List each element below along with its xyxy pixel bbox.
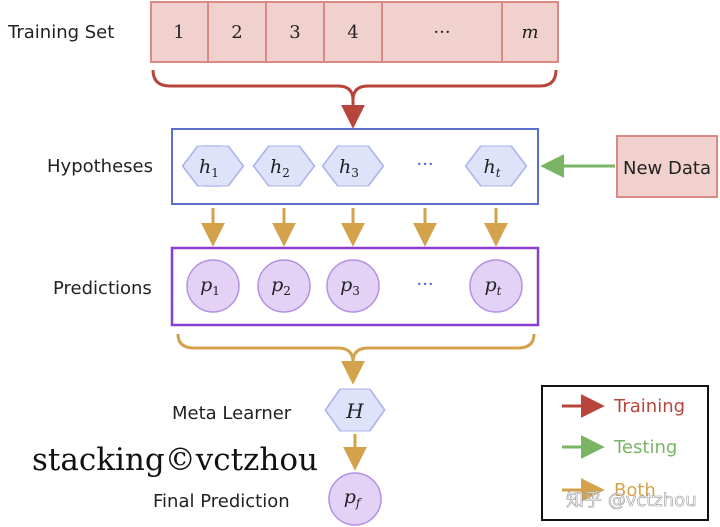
hypothesis-label: h2 xyxy=(270,156,290,180)
prediction-label: p1 xyxy=(200,274,220,298)
hypothesis-hexagon xyxy=(321,145,385,187)
hypothesis-hexagon xyxy=(464,145,528,187)
final-prediction-circle xyxy=(328,472,382,526)
prediction-circle xyxy=(257,259,311,313)
prediction-label: p2 xyxy=(271,274,291,298)
prediction-circle xyxy=(186,259,240,313)
legend: Training Testing Both xyxy=(541,385,709,521)
hyp-to-pred-arrows xyxy=(201,208,508,247)
hypothesis-label: h3 xyxy=(339,156,359,180)
prediction-circle xyxy=(326,259,380,313)
hypothesis-label: ht xyxy=(483,156,500,180)
training-cell xyxy=(265,1,325,63)
training-cell xyxy=(207,1,267,63)
hypothesis-label: h1 xyxy=(199,156,219,180)
predictions-label: Predictions xyxy=(53,278,152,299)
final-prediction-label: Final Prediction xyxy=(153,491,290,512)
legend-box xyxy=(541,385,709,521)
legend-training-label: Training xyxy=(613,396,685,417)
hypothesis-hexagon xyxy=(252,145,316,187)
training-cell-label: m xyxy=(521,22,538,43)
prediction-label: p3 xyxy=(340,274,360,298)
meta-learner-hexagon xyxy=(324,388,386,432)
training-cell-label: 4 xyxy=(347,22,358,43)
hypotheses-label: Hypotheses xyxy=(47,156,153,177)
hypotheses-box xyxy=(171,128,539,205)
predictions-box xyxy=(170,246,540,327)
meta-learner-label: Meta Learner xyxy=(172,403,292,424)
training-cell-label: 2 xyxy=(231,22,242,43)
training-cell xyxy=(381,1,503,63)
training-set-label: Training Set xyxy=(7,22,114,43)
prediction-circle xyxy=(469,259,523,313)
prediction-label: pt xyxy=(485,274,502,298)
hypotheses-row: h1 h2 h3 ··· ht xyxy=(181,145,528,187)
training-cell xyxy=(501,1,559,63)
training-cell-label: ··· xyxy=(433,22,450,43)
stacking-caption: stacking©vctzhou xyxy=(32,442,318,478)
training-set: 1 2 3 4 ··· m xyxy=(150,1,559,63)
legend-both-label: Both xyxy=(614,480,656,501)
hypothesis-ellipsis: ··· xyxy=(416,154,433,175)
prediction-ellipsis: ··· xyxy=(416,274,433,295)
predictions-row: p1 p2 p3 ··· pt xyxy=(186,259,523,313)
watermark: 知乎 @vctzhou xyxy=(566,490,697,511)
training-cell-label: 1 xyxy=(173,22,184,43)
final-prediction-node-label: pf xyxy=(344,486,363,510)
new-data-label: New Data xyxy=(623,158,711,179)
new-data-box xyxy=(616,135,718,198)
training-cell xyxy=(150,1,209,63)
meta-learner-node-label: H xyxy=(345,399,364,423)
hypothesis-hexagon xyxy=(181,145,245,187)
legend-testing-label: Testing xyxy=(613,437,677,458)
training-brace xyxy=(151,69,558,101)
predictions-brace xyxy=(176,333,536,363)
training-cell-label: 3 xyxy=(289,22,300,43)
